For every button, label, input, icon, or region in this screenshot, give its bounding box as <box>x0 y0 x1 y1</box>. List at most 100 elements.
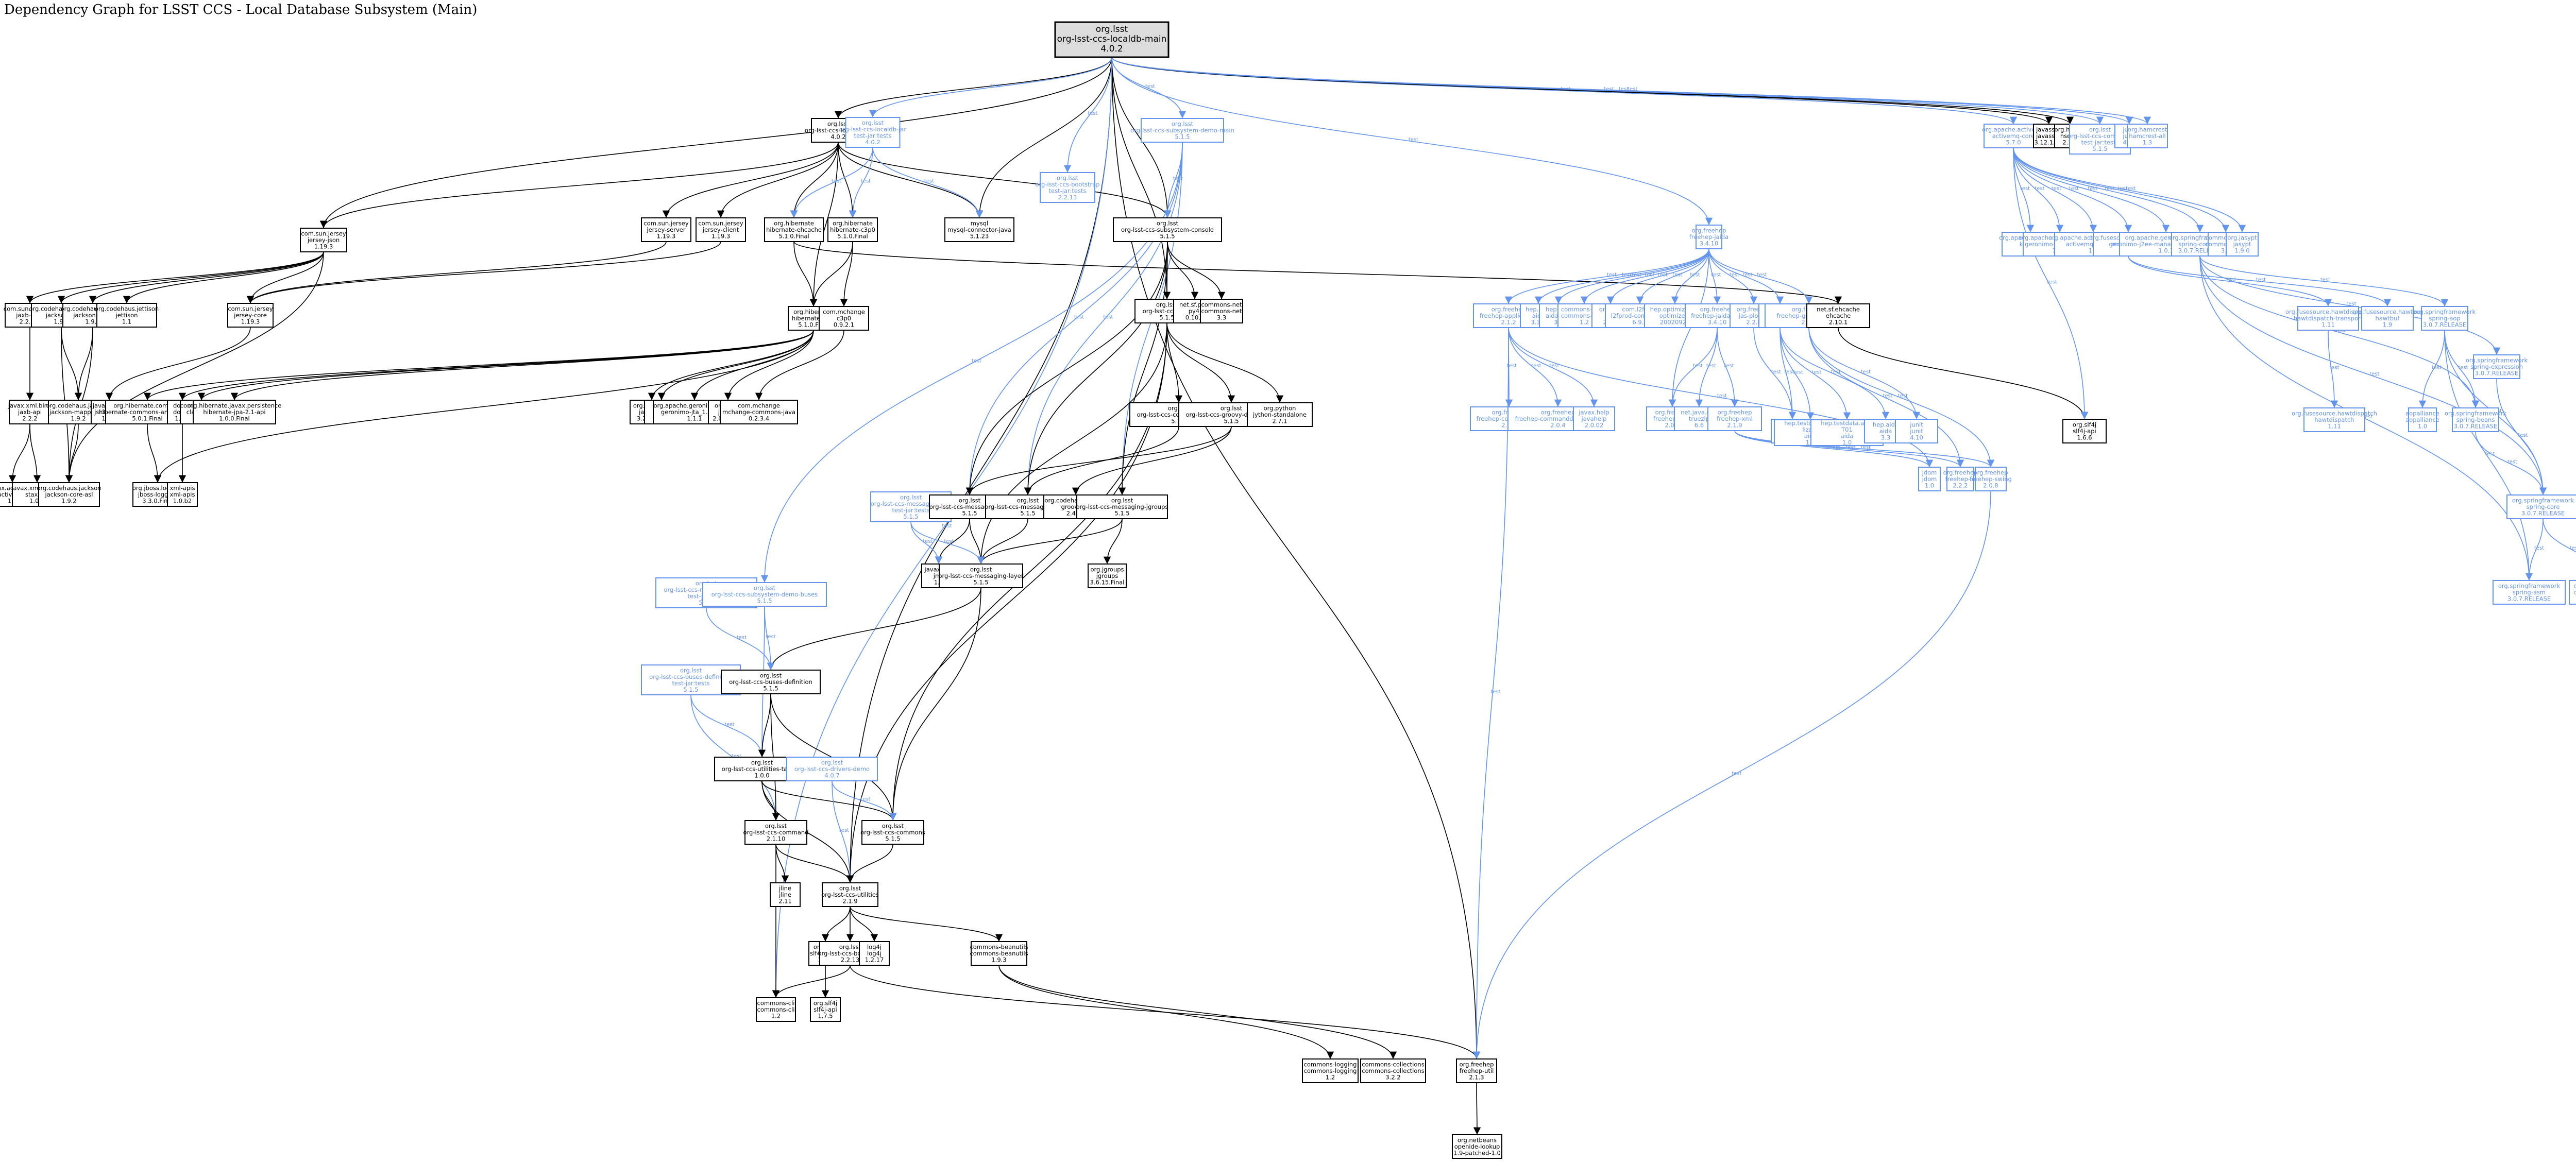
node-demo-main[interactable]: org.lsstorg-lsst-ccs-subsystem-demo-main… <box>1130 118 1234 143</box>
node-hawtdispatch[interactable]: org.fusesource.hawtdispatchhawtdispatch1… <box>2292 407 2377 432</box>
node-label-line: aopalliance <box>2405 416 2439 423</box>
edge-jersey-json-to-jackson-jaxrs <box>89 251 324 304</box>
node-label-line: 1.0 <box>1925 482 1934 489</box>
node-msg-layer[interactable]: org.lsstorg-lsst-ccs-messaging-layer5.1.… <box>938 563 1024 588</box>
node-label-line: 3.0.7.RELEASE <box>2454 423 2497 430</box>
node-demo-buses[interactable]: org.lsstorg-lsst-ccs-subsystem-demo-buse… <box>702 582 827 607</box>
edge-label-test: test <box>839 828 849 833</box>
node-label-line: hep.testdata.aida <box>1821 419 1873 426</box>
edge-freehep-jaida-to-jel <box>1606 248 1709 304</box>
edge-freehep-jaida-to-jaida-xml <box>1708 248 1721 304</box>
node-label-line: org-lsst-ccs-messaging-layer <box>938 572 1023 579</box>
node-hib-jpa[interactable]: org.hibernate.javax.persistencehibernate… <box>188 400 282 424</box>
edge-activemq-core-to-mqtt-client <box>2013 147 2132 233</box>
node-label-line: 1.9-patched-1.0 <box>1453 1150 1501 1157</box>
node-buses-def[interactable]: org.lsstorg-lsst-ccs-buses-definition5.1… <box>721 670 821 694</box>
node-label-line: org.lsst <box>751 759 773 766</box>
node-openide-lookup[interactable]: org.netbeansopenide-lookup1.9-patched-1.… <box>1452 1134 1502 1159</box>
edge-label-test: test <box>832 179 841 184</box>
node-label-line: jline <box>778 885 791 892</box>
node-hib-ehcache[interactable]: org.hibernatehibernate-ehcache5.1.0.Fina… <box>764 217 824 242</box>
node-spring-expression[interactable]: org.springframeworkspring-expression3.0.… <box>2466 354 2528 379</box>
node-label-line: org.lsst <box>1057 174 1079 181</box>
edge-freehep-xml-to-freehep-swing <box>1734 430 1994 468</box>
node-localdb-jar-tests[interactable]: org.lsstorg-lsst-ccs-localdb-jartest-jar… <box>839 117 906 148</box>
node-label-line: xml-apis <box>170 491 195 498</box>
node-label-line: 5.1.5 <box>1175 133 1190 141</box>
node-spring-asm[interactable]: org.springframeworkspring-asm3.0.7.RELEA… <box>2493 580 2566 605</box>
node-label-line: org-lsst-ccs-buses-definition <box>649 673 733 680</box>
edge-root-to-freehep-jaida <box>1111 57 1713 226</box>
node-commons-collections[interactable]: commons-collectionscommons-collections3.… <box>1360 1058 1426 1083</box>
node-spring-beans[interactable]: org.springframeworkspring-beans3.0.7.REL… <box>2445 407 2507 432</box>
node-label-line: 5.1.23 <box>970 233 989 240</box>
node-label-line: 4.0.7 <box>824 772 839 779</box>
node-jackson-core[interactable]: org.codehaus.jacksonjackson-core-asl1.9.… <box>37 482 101 507</box>
edge-localdb-jar-to-subsys-console <box>838 142 1172 218</box>
edge-msg-layer-to-buses-def <box>767 587 981 671</box>
edge-label-test: test <box>1645 272 1654 278</box>
node-label-line: org.lsst <box>1172 121 1194 128</box>
node-label-line: commons-cli <box>757 1006 795 1013</box>
node-label-line: 3.0.7.RELEASE <box>2521 510 2565 517</box>
node-box <box>810 997 841 1022</box>
node-label-line: org.apache.activemq <box>1982 126 2045 133</box>
edge-hib-core-to-hib-commons-ann <box>144 330 814 401</box>
node-bootstrap-tests[interactable]: org.lsstorg-lsst-ccs-bootstraptest-jar:t… <box>1035 172 1100 203</box>
node-msg-jgroups[interactable]: org.lsstorg-lsst-ccs-messaging-jgroups5.… <box>1076 494 1168 519</box>
node-subsys-console[interactable]: org.lsstorg-lsst-ccs-subsystem-console5.… <box>1113 217 1222 242</box>
node-spring-core[interactable]: org.springframeworkspring-core3.0.7.RELE… <box>2506 494 2576 519</box>
node-box <box>1360 1058 1426 1083</box>
node-hawtdispatch-transport[interactable]: org.fusesource.hawtdispatchhawtdispatch-… <box>2285 306 2371 331</box>
node-spring-aop[interactable]: org.springframeworkspring-aop3.0.7.RELEA… <box>2414 306 2476 331</box>
edge-label-test: test <box>732 754 741 759</box>
node-label-line: org.hibernate.javax.persistence <box>188 402 282 409</box>
node-label-line: 1.9 <box>2383 321 2392 329</box>
node-label-line: mysql <box>971 220 989 227</box>
edge-label-test: test <box>2369 371 2379 377</box>
node-box <box>2226 232 2259 257</box>
node-label-line: 0.9.2.1 <box>834 321 854 329</box>
